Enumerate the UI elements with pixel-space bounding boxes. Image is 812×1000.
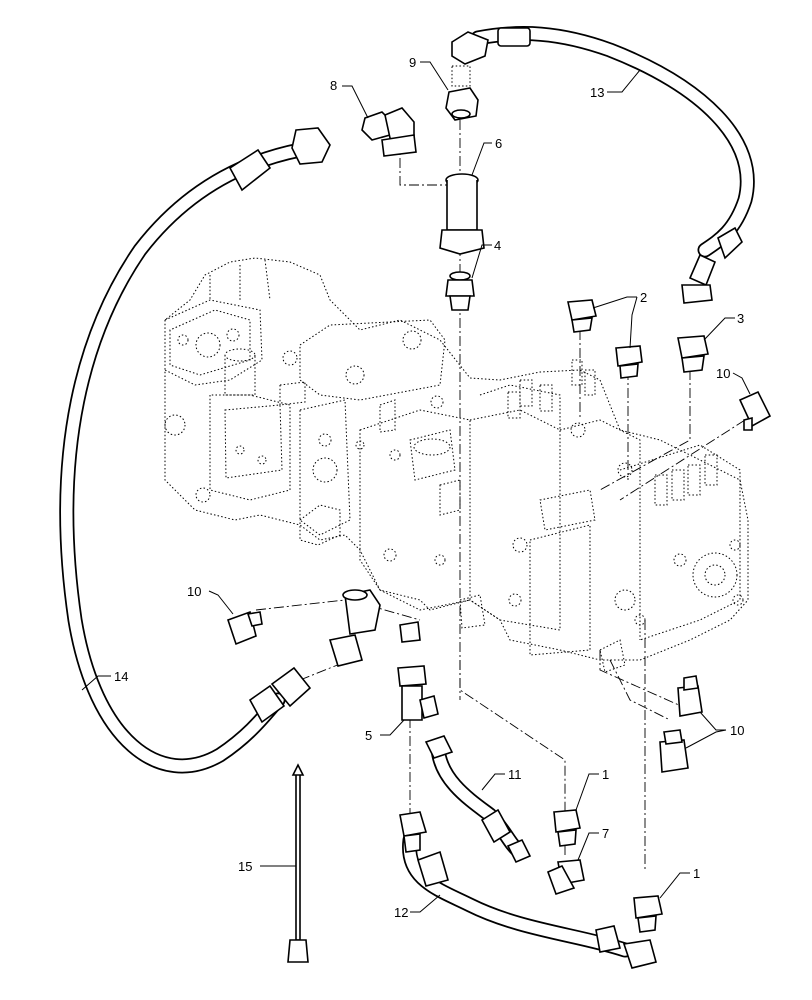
callout-10-left: 10 [187,584,201,599]
callout-labels: 9 13 8 6 4 2 3 10 10 10 14 5 11 1 7 1 15… [114,55,744,920]
adapter-3 [677,335,709,373]
adapter-2 [567,299,643,379]
adapter-4 [445,271,475,311]
callout-1-lower: 1 [693,866,700,881]
hose-11 [424,735,532,864]
callout-5: 5 [365,728,372,743]
callout-3: 3 [737,311,744,326]
leader-lines [81,61,751,913]
fitting-9 [445,65,479,121]
callout-14: 14 [114,669,128,684]
callout-9: 9 [409,55,416,70]
callout-10-right: 10 [716,366,730,381]
callout-2: 2 [640,290,647,305]
tee-fitting [328,589,381,667]
callout-15: 15 [238,859,252,874]
callout-12: 12 [394,905,408,920]
cap-10 [226,390,772,773]
tee-fitting-5 [397,621,439,721]
hose-14 [59,127,331,774]
fittings-1-7 [546,809,663,933]
callout-11: 11 [508,767,522,782]
callout-4: 4 [494,238,501,253]
callout-10-bottom: 10 [730,723,744,738]
callout-7: 7 [602,826,609,841]
callout-8: 8 [330,78,337,93]
callout-6: 6 [495,136,502,151]
callout-13: 13 [590,85,604,100]
hose-12 [399,811,657,969]
hose-13 [451,26,755,304]
elbow-fitting-8 [361,107,417,157]
callout-1-upper: 1 [602,767,609,782]
tube-fitting-6 [439,173,485,255]
control-valve-assembly [164,257,749,673]
cable-tie-15 [287,763,309,963]
